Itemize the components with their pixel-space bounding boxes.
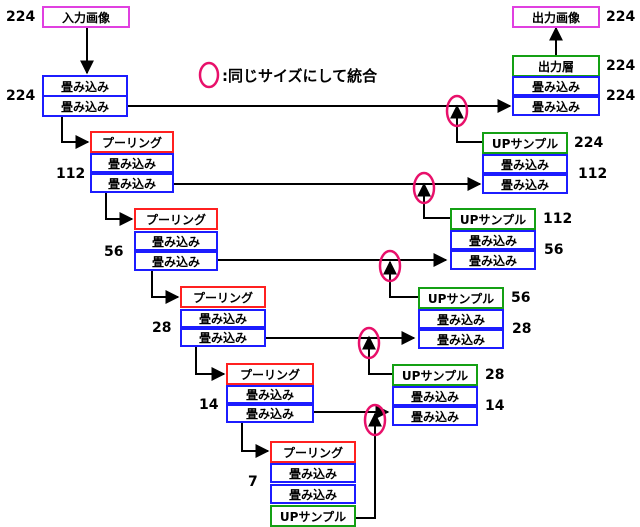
size-label-dec5: 14	[485, 398, 505, 414]
merge-marker-56	[378, 249, 402, 283]
arrow-enc3-to-pool	[151, 270, 180, 304]
pooling-box: プーリング	[90, 131, 174, 153]
conv-box: 畳み込み	[134, 251, 218, 271]
pooling-box: プーリング	[226, 363, 314, 385]
conv-box: 畳み込み	[180, 309, 266, 328]
conv-box: 畳み込み	[512, 96, 600, 116]
size-label-dec4: 28	[512, 321, 532, 337]
conv-box: 畳み込み	[450, 250, 536, 270]
size-label-enc3: 56	[104, 244, 124, 260]
size-label-output-layer: 224	[606, 58, 636, 74]
up-arrow-from-up2	[417, 182, 450, 219]
size-label-up1: 224	[574, 135, 604, 151]
upsample-box: UPサンプル	[482, 132, 568, 154]
conv-box: 畳み込み	[482, 154, 568, 174]
conv-box: 畳み込み	[450, 230, 536, 250]
output-image-box: 出力画像	[512, 6, 600, 28]
size-label-up2: 112	[543, 211, 573, 227]
conv-box: 畳み込み	[134, 231, 218, 251]
input-image-box: 入力画像	[42, 6, 130, 28]
legend-text: :同じサイズにして統合	[222, 67, 378, 85]
up-arrow-from-up1	[450, 104, 484, 143]
size-label-enc4: 28	[152, 320, 172, 336]
conv-box: 畳み込み	[270, 484, 356, 504]
size-label-dec2: 112	[578, 166, 608, 182]
conv-box: 畳み込み	[42, 95, 128, 117]
conv-box: 畳み込み	[392, 386, 478, 406]
size-label-dec3: 56	[544, 242, 564, 258]
conv-box: 畳み込み	[482, 174, 568, 194]
up-arrow-from-up4	[362, 335, 394, 375]
size-label-input: 224	[6, 9, 36, 25]
pooling-box: プーリング	[270, 441, 356, 463]
conv-box: 畳み込み	[90, 153, 174, 173]
size-label-enc5: 14	[199, 397, 219, 413]
arrow-enc1-to-pool	[61, 116, 90, 149]
upsample-box: UPサンプル	[270, 505, 356, 527]
pooling-box: プーリング	[134, 208, 218, 230]
conv-box: 畳み込み	[226, 404, 314, 423]
conv-box: 畳み込み	[42, 75, 128, 97]
conv-box: 畳み込み	[418, 309, 504, 329]
merge-marker-224	[445, 94, 469, 128]
conv-box: 畳み込み	[392, 406, 478, 426]
size-label-enc2: 112	[56, 166, 86, 182]
arrow-enc2-to-pool	[105, 191, 134, 226]
conv-box: 畳み込み	[270, 463, 356, 483]
size-label-up4: 28	[485, 367, 505, 383]
up-arrow-from-bottom	[356, 412, 382, 519]
size-label-dec1: 224	[606, 88, 636, 104]
arrow-enc4-to-pool	[195, 346, 226, 381]
merge-marker-28	[357, 326, 381, 360]
conv-box: 畳み込み	[180, 328, 266, 347]
up-arrow-from-up3	[383, 260, 418, 298]
size-label-output: 224	[606, 9, 636, 25]
legend-merge-marker	[198, 61, 220, 89]
upsample-box: UPサンプル	[418, 287, 504, 309]
conv-box: 畳み込み	[226, 385, 314, 404]
conv-box: 畳み込み	[418, 329, 504, 349]
size-label-up3: 56	[511, 290, 531, 306]
arrow-enc5-to-pool	[241, 422, 270, 458]
merge-marker-14	[363, 403, 387, 437]
upsample-box: UPサンプル	[392, 364, 478, 386]
output-layer-box: 出力層	[512, 55, 600, 77]
size-label-bottom: 7	[248, 474, 258, 490]
conv-box: 畳み込み	[90, 173, 174, 193]
upsample-box: UPサンプル	[450, 208, 536, 230]
size-label-enc1: 224	[6, 88, 36, 104]
conv-box: 畳み込み	[512, 76, 600, 96]
merge-marker-112	[412, 171, 436, 205]
pooling-box: プーリング	[180, 286, 266, 308]
